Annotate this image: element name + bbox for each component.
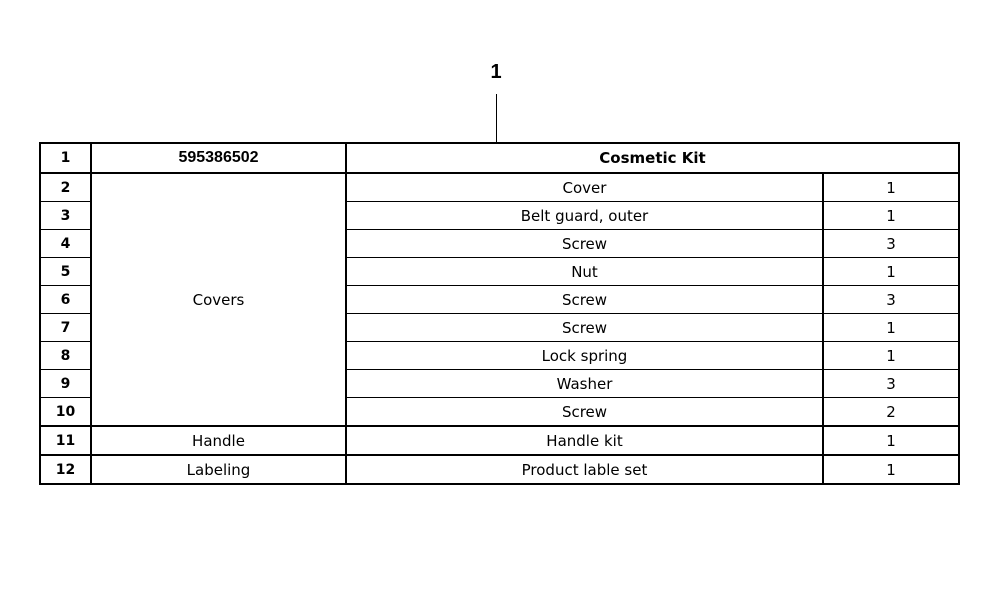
row-ref-number: 5 — [39, 257, 92, 286]
row-ref-number: 3 — [39, 201, 92, 230]
table-row: 7 Screw 1 — [39, 313, 960, 342]
row-item-name: Cover — [345, 172, 824, 202]
row-quantity: 1 — [822, 172, 960, 202]
table-row: 8 Lock spring 1 — [39, 341, 960, 370]
row-quantity: 1 — [822, 313, 960, 342]
row-quantity: 3 — [822, 229, 960, 258]
table-row: 5 Nut 1 — [39, 257, 960, 286]
row-ref-number: 11 — [39, 425, 92, 456]
row-item-name: Screw — [345, 229, 824, 258]
kit-part-number: 595386502 — [90, 142, 347, 174]
row-ref-number: 4 — [39, 229, 92, 258]
table-row: 12 Labeling Product lable set 1 — [39, 454, 960, 485]
row-quantity: 3 — [822, 369, 960, 398]
group-name-covers: Covers — [90, 172, 347, 427]
kit-ref-number: 1 — [39, 142, 92, 174]
table-row: 11 Handle Handle kit 1 — [39, 425, 960, 456]
table-row: 6 Screw 3 — [39, 285, 960, 314]
row-item-name: Handle kit — [345, 425, 824, 456]
row-item-name: Lock spring — [345, 341, 824, 370]
row-item-name: Screw — [345, 285, 824, 314]
row-quantity: 1 — [822, 257, 960, 286]
group-name-handle: Handle — [90, 425, 347, 456]
row-quantity: 1 — [822, 201, 960, 230]
row-ref-number: 8 — [39, 341, 92, 370]
table-row: 9 Washer 3 — [39, 369, 960, 398]
row-item-name: Screw — [345, 313, 824, 342]
row-item-name: Washer — [345, 369, 824, 398]
row-item-name: Belt guard, outer — [345, 201, 824, 230]
row-quantity: 3 — [822, 285, 960, 314]
row-quantity: 1 — [822, 454, 960, 485]
row-item-name: Product lable set — [345, 454, 824, 485]
group-name-labeling: Labeling — [90, 454, 347, 485]
callout-number: 1 — [490, 61, 502, 83]
row-item-name: Screw — [345, 397, 824, 427]
callout-leader-line — [496, 94, 497, 142]
row-quantity: 1 — [822, 341, 960, 370]
table-row: 4 Screw 3 — [39, 229, 960, 258]
parts-table: 1 595386502 Cosmetic Kit 2 Covers Cover … — [39, 142, 960, 485]
table-row: 10 Screw 2 — [39, 397, 960, 427]
row-ref-number: 9 — [39, 369, 92, 398]
row-ref-number: 10 — [39, 397, 92, 427]
table-row: 2 Covers Cover 1 — [39, 172, 960, 427]
row-quantity: 1 — [822, 425, 960, 456]
row-ref-number: 2 — [39, 172, 92, 202]
row-ref-number: 12 — [39, 454, 92, 485]
row-ref-number: 6 — [39, 285, 92, 314]
row-item-name: Nut — [345, 257, 824, 286]
row-ref-number: 7 — [39, 313, 92, 342]
kit-description: Cosmetic Kit — [345, 142, 960, 174]
kit-header-row: 1 595386502 Cosmetic Kit — [39, 142, 960, 174]
row-quantity: 2 — [822, 397, 960, 427]
